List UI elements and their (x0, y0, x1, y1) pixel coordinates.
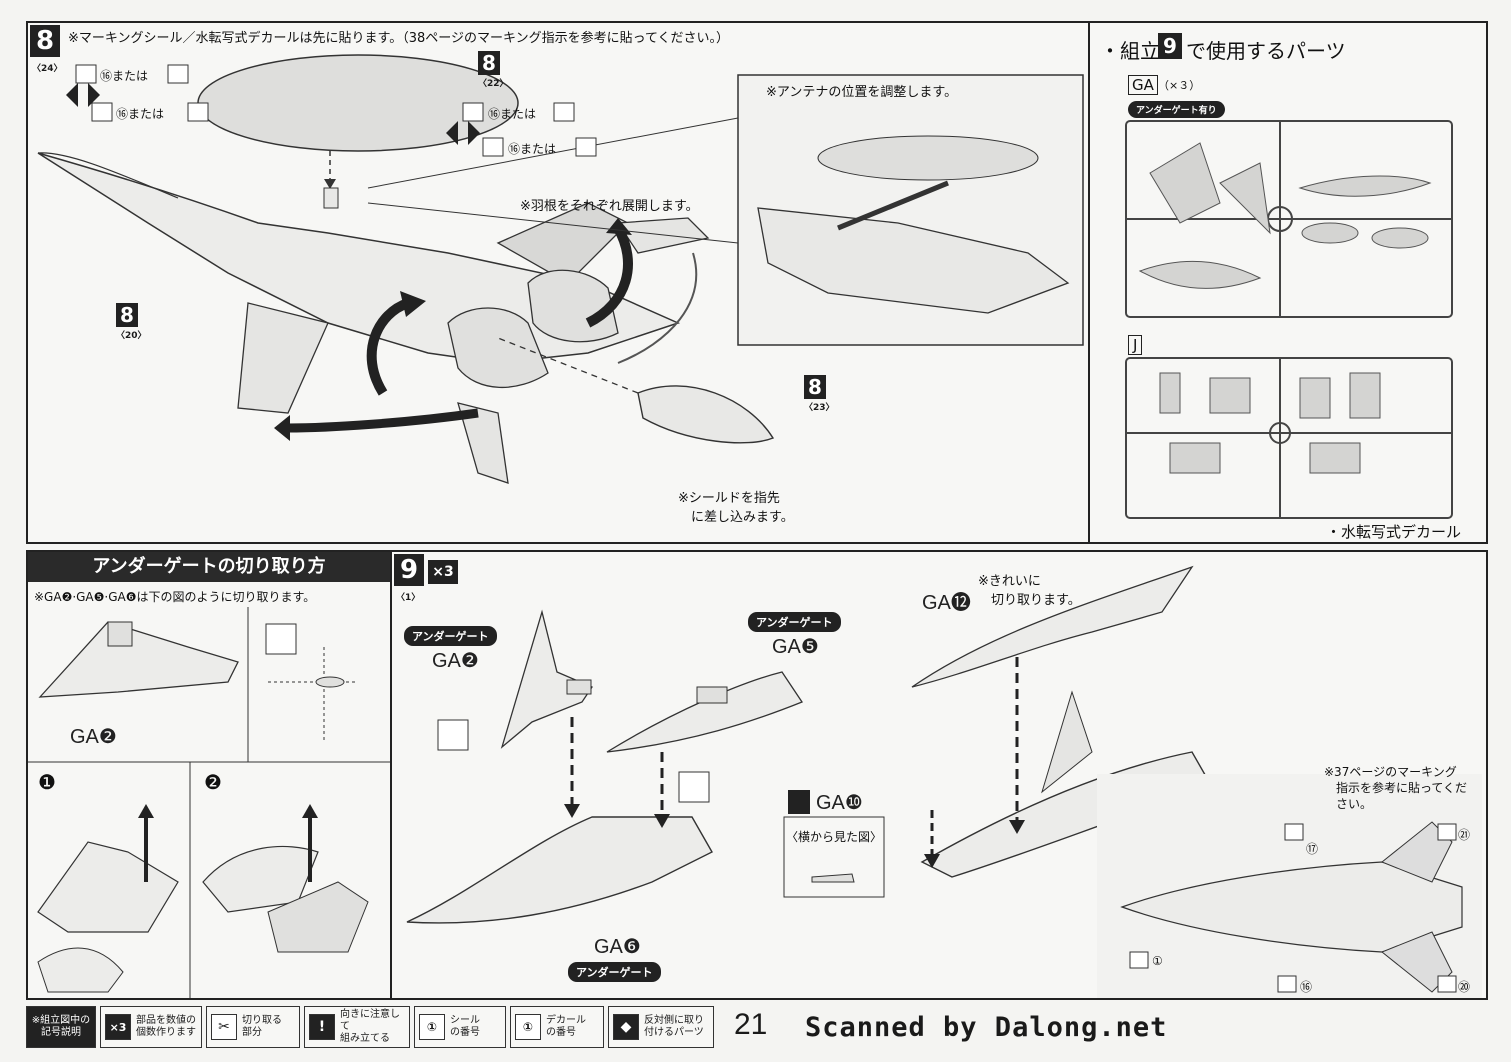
ga-label: GA (1128, 75, 1158, 95)
clean-cut-note: ※きれいに 切り取ります。 (978, 574, 1081, 608)
sub-ref-23-n: 〈23〉 (804, 403, 835, 413)
ga2-tag: アンダーゲート (404, 626, 497, 646)
ga5-label: GA❺ (772, 636, 819, 658)
aircraft-engine-1 (447, 307, 549, 389)
ga10-label: GA❿ (816, 792, 863, 814)
step9-ref: 〈1〉 (396, 593, 421, 603)
parts-runners (1125, 120, 1453, 519)
wings-note: ※羽根をそれぞれ展開します。 (520, 199, 699, 214)
marking-option-d: ⑯または (508, 142, 557, 156)
decal-icon: ① (515, 1014, 541, 1040)
shield-note: ※シールドを指先 に差し込みます。 (678, 491, 794, 525)
marking-17: ⑰ (1306, 842, 1319, 856)
marking-option-a: ⑯または (100, 69, 149, 83)
sub-ref-22-n: 〈22〉 (478, 79, 509, 89)
part-ga6 (406, 816, 713, 924)
marking-option-b: ⑯または (116, 107, 165, 121)
part-ga2 (500, 609, 593, 749)
step8-top-note: ※マーキングシール／水転写式デカールは先に貼ります。（38ページのマーキング指示… (68, 31, 730, 46)
aircraft-nose (37, 152, 179, 199)
step8-number: 8 (30, 25, 60, 57)
step9-multiplier: ×3 (428, 560, 458, 584)
fold-arrow (287, 408, 479, 433)
undergate-note: ※GA❷·GA❺·GA❻は下の図のように切り取ります。 (34, 590, 316, 604)
parts-title-prefix: ・組立 (1100, 39, 1160, 63)
undergate-panel: アンダーゲートの切り取り方 ※GA❷·GA❺·GA❻は下の図のように切り取ります… (26, 550, 392, 1000)
marking-20: ⑳ (1458, 980, 1471, 994)
aircraft-wing-left (237, 302, 329, 414)
legend-item-cut: ✂ 切り取る 部分 (206, 1006, 300, 1048)
legend-item-text: 切り取る 部分 (242, 1015, 282, 1038)
flip-icon-2 (446, 121, 480, 145)
wing-arrow (617, 252, 698, 364)
side-view-label: 〈横から見た図〉 (786, 830, 883, 844)
undergate-title: アンダーゲートの切り取り方 (28, 552, 390, 582)
antenna-note: ※アンテナの位置を調整します。 (766, 85, 958, 100)
page-number: 21 (734, 1008, 768, 1041)
legend-head-text: ※組立図中の 記号説明 (31, 1015, 91, 1038)
j-label: J (1128, 335, 1143, 355)
flip-icon-1 (66, 83, 100, 107)
step9-number: 9 (394, 554, 424, 586)
marking-1: ① (1152, 954, 1163, 968)
under-gate-tag: アンダーゲート有り (1128, 101, 1225, 118)
legend-item-text: デカール の番号 (546, 1015, 586, 1038)
sub-ref-20: 8 (116, 303, 138, 327)
caution-icon: ! (309, 1014, 335, 1040)
ga-count: （×３） (1158, 79, 1201, 92)
marking-21: ㉑ (1458, 828, 1471, 842)
legend-item-text: 向きに注意して 組み立てる (340, 1009, 400, 1044)
parts-title-step: 9 (1158, 33, 1182, 59)
undergate-part-label: GA❷ (70, 726, 117, 748)
marking-note: ※37ページのマーキング 指示を参考に貼ってくだ さい。 (1324, 765, 1468, 811)
ga5-tag: アンダーゲート (748, 612, 841, 632)
legend-item-opposite: ◆ 反対側に取り 付けるパーツ (608, 1006, 714, 1048)
sub-ref-22: 8 (478, 51, 500, 75)
legend-item-text: シール の番号 (450, 1015, 480, 1038)
legend-item-decal: ① デカール の番号 (510, 1006, 604, 1048)
legend-item-text: 反対側に取り 付けるパーツ (644, 1015, 704, 1038)
legend-item-text: 部品を数値の 個数作ります (136, 1015, 196, 1038)
step8-ref: 〈24〉 (32, 64, 63, 74)
parts-panel: ・組立 9 で使用するパーツ GA （×３） アンダーゲート有り J ・水転写式… (1090, 21, 1488, 544)
legend-item-multiply: ×3 部品を数値の 個数作ります (100, 1006, 202, 1048)
legend-head: ※組立図中の 記号説明 (26, 1006, 96, 1048)
part-ga12 (911, 565, 1194, 688)
parts-title-suffix: で使用するパーツ (1186, 39, 1346, 63)
multiply-icon: ×3 (105, 1014, 131, 1040)
antenna-callout-box (737, 74, 1084, 346)
step8-illustration (37, 54, 1084, 484)
ga6-tag: アンダーゲート (568, 962, 661, 982)
marking-option-c: ⑯または (488, 107, 537, 121)
undergate-step-1: ❶ (38, 770, 56, 794)
ga6-label: GA❻ (594, 936, 641, 958)
rotate-arrow-2 (585, 225, 633, 328)
decal-label: ・水転写式デカール (1326, 523, 1462, 541)
aircraft-tail-fin (457, 402, 509, 484)
side-view-box (783, 816, 885, 898)
opposite-side-icon: ◆ (613, 1014, 639, 1040)
part-ga5 (606, 671, 803, 753)
undergate-illustration (28, 607, 390, 998)
step9-illustration (406, 565, 1482, 998)
legend-item-caution: ! 向きに注意して 組み立てる (304, 1006, 410, 1048)
scan-credit: Scanned by Dalong.net (805, 1012, 1168, 1043)
aircraft-wing-far (616, 217, 710, 254)
legend-item-sticker: ① シール の番号 (414, 1006, 506, 1048)
sub-ref-20-n: 〈20〉 (116, 331, 147, 341)
cut-icon: ✂ (211, 1014, 237, 1040)
sticker-icon: ① (419, 1014, 445, 1040)
step9-panel: 9 ×3 〈1〉 アンダーゲート GA❷ アンダーゲート GA❺ GA⓬ ※きれ… (392, 550, 1488, 1000)
shield-part (637, 385, 775, 444)
undergate-step-2: ❷ (204, 770, 222, 794)
sub-ref-23: 8 (804, 375, 826, 399)
ga12-label: GA⓬ (922, 592, 971, 614)
j-runner (1125, 357, 1453, 519)
ga2-label: GA❷ (432, 650, 479, 672)
rotate-arrow-1 (366, 298, 410, 396)
step8-panel: 8 〈24〉 ※マーキングシール／水転写式デカールは先に貼ります。（38ページの… (26, 21, 1090, 544)
marking-16: ⑯ (1300, 980, 1313, 994)
